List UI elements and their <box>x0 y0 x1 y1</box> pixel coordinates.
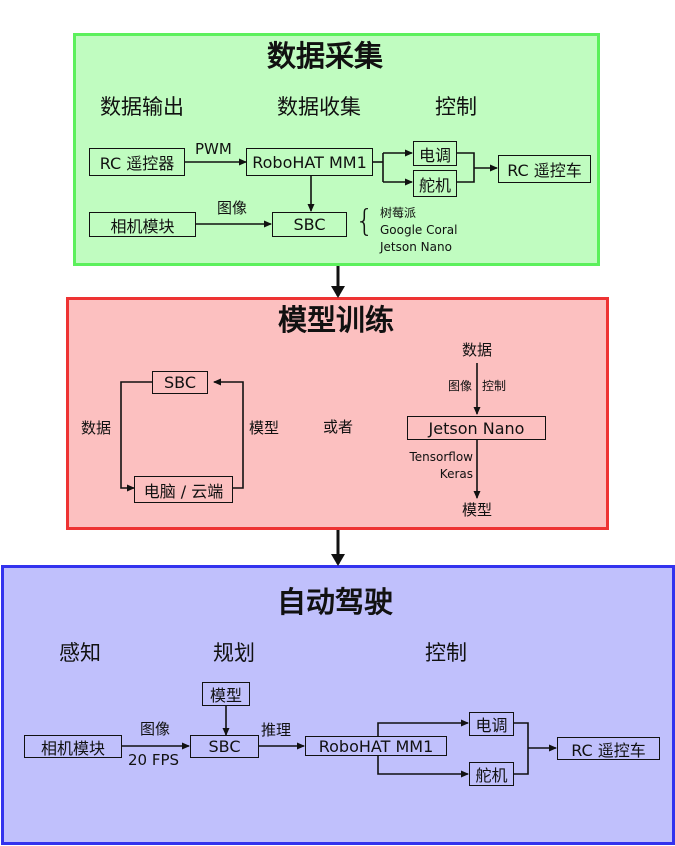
node-sbc-3: SBC <box>190 735 259 758</box>
edge-label-image: 图像 <box>217 199 248 217</box>
data-collection-panel <box>73 33 600 266</box>
loop-label-data: 数据 <box>81 419 112 437</box>
input-label-image: 图像 <box>447 379 472 393</box>
sbc-option-jetson-nano: Jetson Nano <box>380 240 452 254</box>
sbc-option-google-coral: Google Coral <box>380 223 458 237</box>
heading-control-3: 控制 <box>425 641 467 665</box>
autonomous-driving-title: 自动驾驶 <box>276 585 394 619</box>
framework-tensorflow: Tensorflow <box>409 450 473 464</box>
heading-planning: 规划 <box>213 641 255 665</box>
arrow-pc-model-to-sbc <box>213 378 244 489</box>
node-robohat: RoboHAT MM1 <box>246 148 373 176</box>
model-training-title: 模型训练 <box>277 303 395 337</box>
model-training-panel <box>66 297 609 530</box>
heading-control: 控制 <box>435 95 477 119</box>
brace-icon: { <box>355 204 375 239</box>
node-sbc: SBC <box>272 212 347 237</box>
edge-label-fps: 20 FPS <box>128 751 180 769</box>
sbc-option-raspberry-pi: 树莓派 <box>380 206 417 220</box>
autonomous-driving-panel <box>1 565 675 845</box>
node-pc-cloud: 电脑 / 云端 <box>134 476 233 503</box>
heading-data-output: 数据输出 <box>100 95 184 119</box>
node-robohat-3: RoboHAT MM1 <box>305 736 447 756</box>
node-rc-remote: RC 遥控器 <box>89 148 185 176</box>
node-servo: 舵机 <box>413 170 457 197</box>
arrow-robohat-to-esc-3 <box>377 719 469 736</box>
input-label-control: 控制 <box>482 379 507 393</box>
edge-label-inference: 推理 <box>261 721 292 739</box>
node-model-3: 模型 <box>202 682 250 706</box>
line-merge-3 <box>514 722 529 775</box>
jetson-output-model: 模型 <box>461 501 493 519</box>
node-rc-car: RC 遥控车 <box>498 155 591 183</box>
heading-perception: 感知 <box>59 641 101 665</box>
node-esc: 电调 <box>413 141 457 166</box>
heading-data-collect: 数据收集 <box>277 95 361 119</box>
or-label: 或者 <box>323 418 354 436</box>
node-servo-3: 舵机 <box>469 762 514 786</box>
framework-keras: Keras <box>439 467 473 481</box>
line-esc-merge <box>457 152 475 183</box>
edge-label-pwm: PWM <box>195 140 232 158</box>
node-sbc-training: SBC <box>152 371 208 394</box>
node-esc-3: 电调 <box>469 712 514 736</box>
data-collection-title: 数据采集 <box>266 39 384 73</box>
loop-label-model: 模型 <box>249 419 280 437</box>
node-camera-3: 相机模块 <box>24 735 122 758</box>
node-camera: 相机模块 <box>89 212 196 237</box>
jetson-input-data: 数据 <box>461 341 493 359</box>
node-jetson-nano: Jetson Nano <box>407 416 546 440</box>
arrow-sbc-data-to-pc <box>120 381 152 492</box>
arrow-robohat-to-servo-3 <box>377 756 469 778</box>
edge-label-image-3: 图像 <box>140 720 171 738</box>
node-rc-car-3: RC 遥控车 <box>557 737 660 760</box>
